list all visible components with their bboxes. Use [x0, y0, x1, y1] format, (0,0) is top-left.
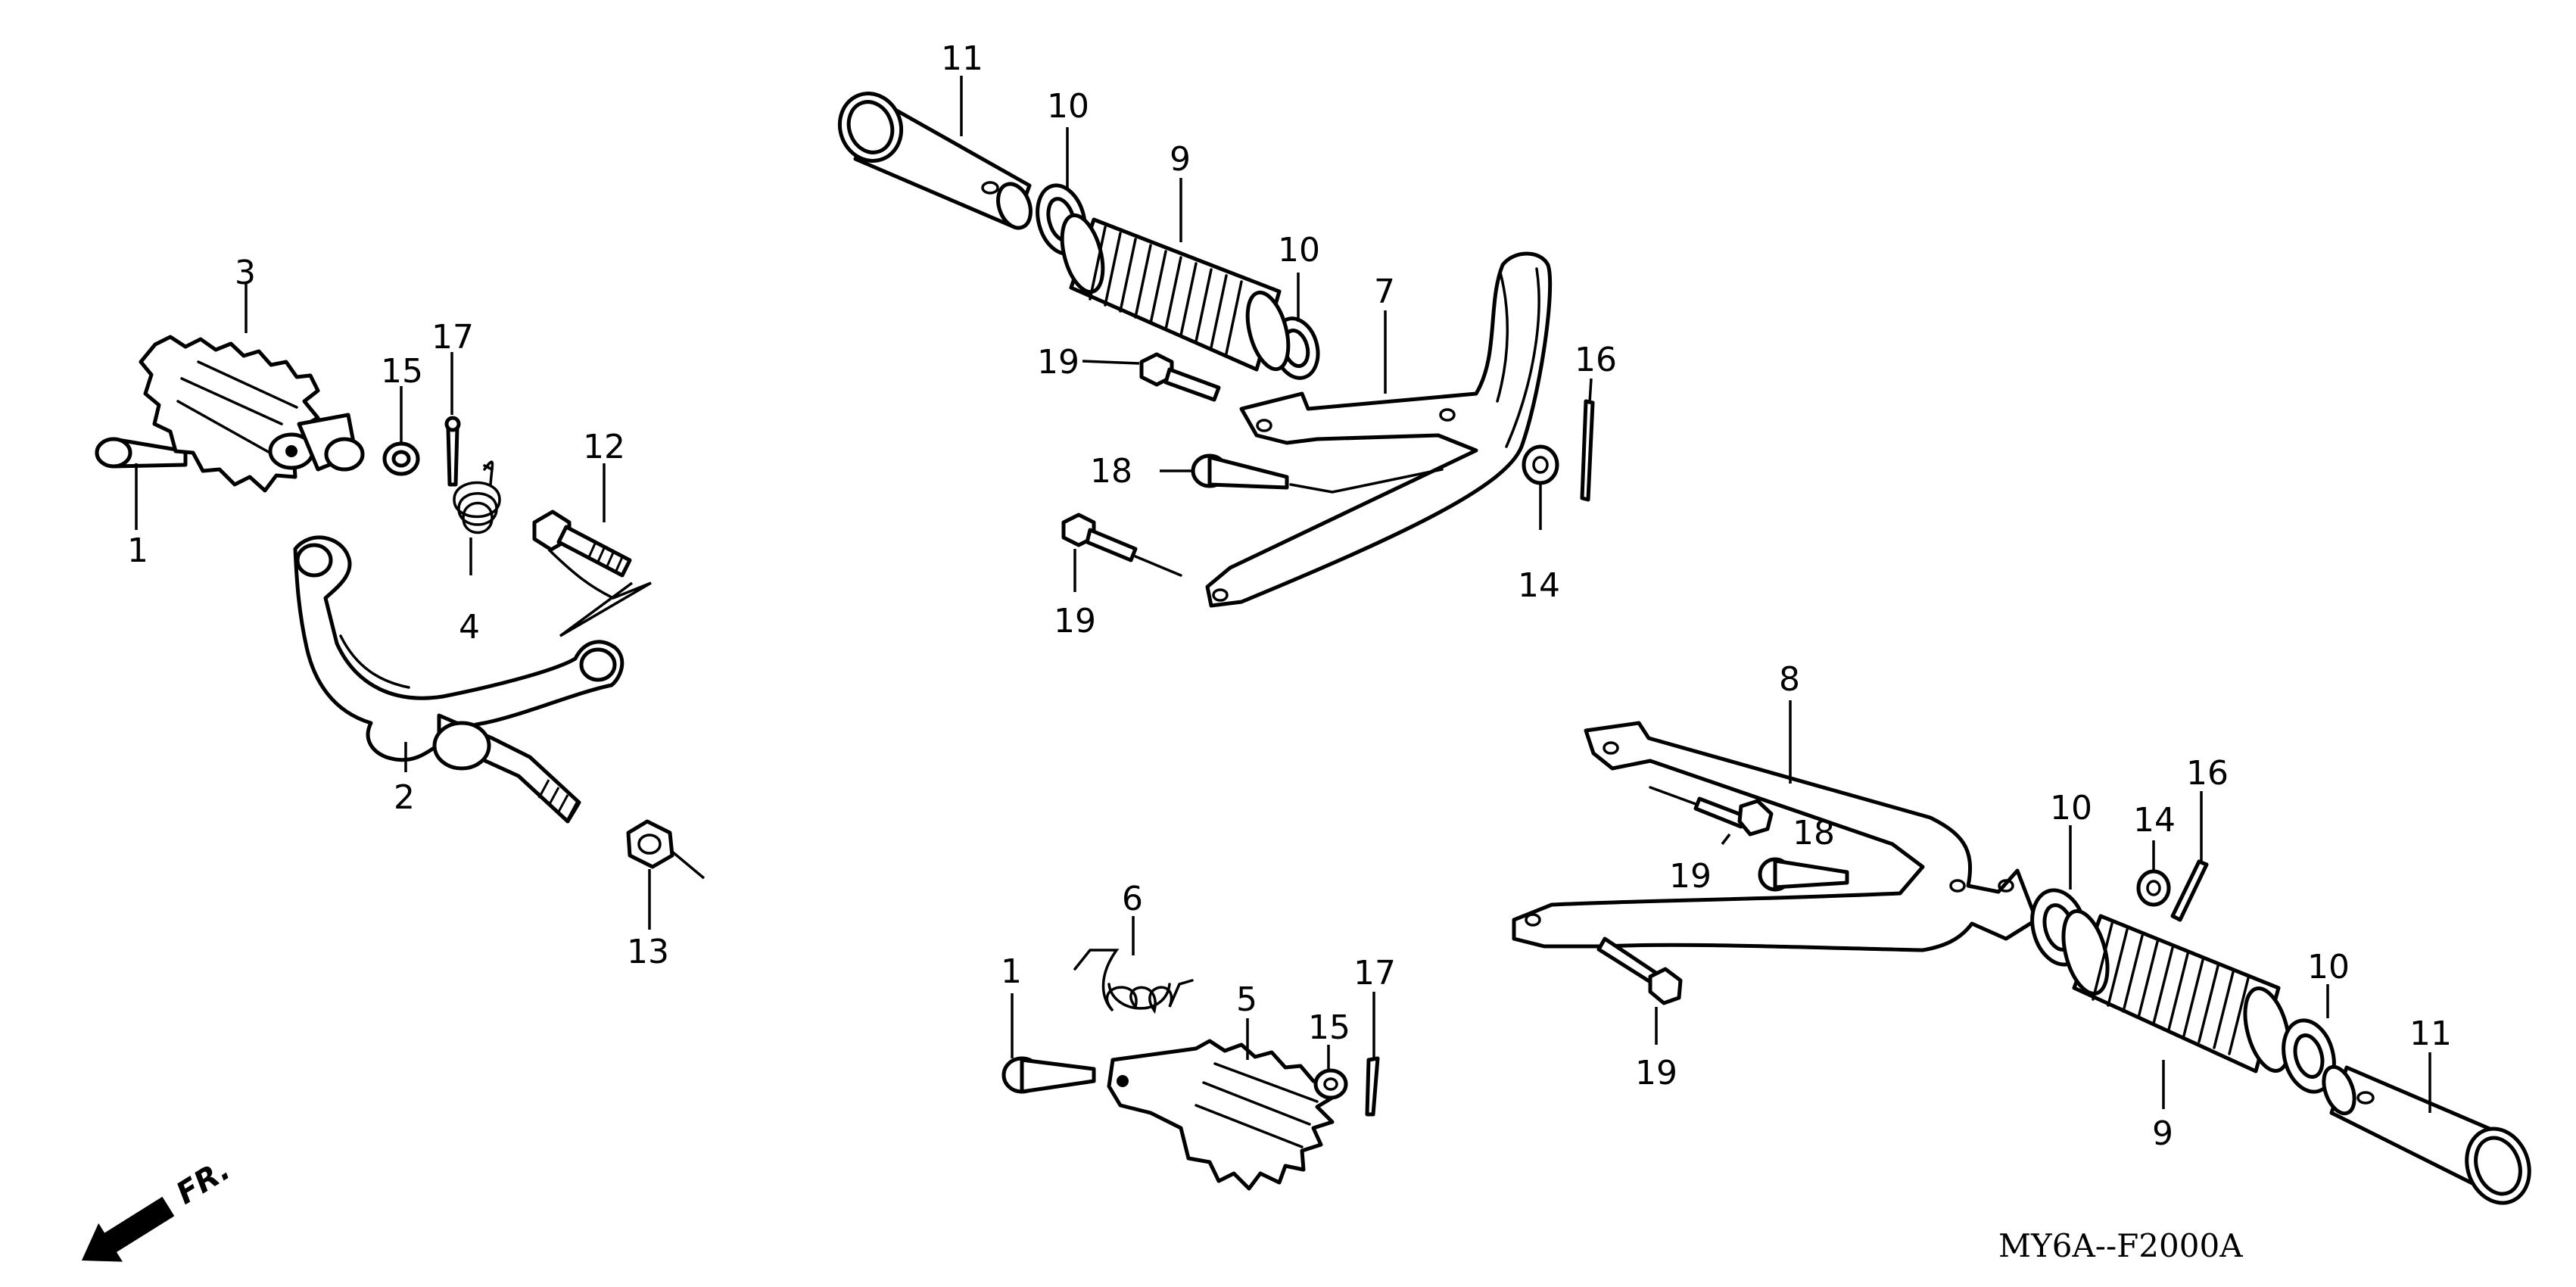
- pedal-nut: [626, 819, 674, 869]
- mounting-bolt: [1596, 936, 1683, 1005]
- cotter-pin: [1365, 1056, 1380, 1117]
- arrow-icon: [81, 1196, 175, 1262]
- cotter-pin: [2170, 859, 2209, 922]
- drawing-code: MY6A--F2000A: [1998, 1227, 2243, 1264]
- lower-pillion-bar-assembly: [1512, 700, 2531, 1205]
- callout-19: 19: [1054, 602, 1096, 640]
- mounting-bolt: [1649, 786, 1774, 837]
- cotter-pin: [446, 425, 459, 487]
- pin-washer: [1522, 444, 1559, 485]
- pillion-bar: [1512, 721, 2039, 952]
- callout-11: 11: [2409, 1014, 2452, 1053]
- callout-8: 8: [1779, 660, 1800, 699]
- brake-pedal: [293, 535, 625, 824]
- callout-19: 19: [1635, 1054, 1677, 1092]
- mounting-bolt: [1061, 513, 1182, 577]
- callout-9: 9: [2152, 1114, 2173, 1153]
- return-spring: [453, 460, 501, 534]
- callout-1: 1: [1001, 952, 1022, 991]
- pivot-pin: [95, 437, 188, 469]
- callout-9: 9: [1170, 140, 1191, 179]
- callout-18: 18: [1090, 452, 1132, 491]
- callout-19: 19: [1037, 343, 1079, 382]
- return-spring: [1073, 949, 1194, 1014]
- rubber-grip: [1060, 213, 1291, 372]
- right-footrest-assembly: [1001, 916, 1380, 1191]
- cotter-pin: [1580, 399, 1595, 502]
- callout-18: 18: [1793, 814, 1835, 852]
- rubber-grip: [2061, 908, 2291, 1074]
- callout-10: 10: [1047, 87, 1089, 126]
- left-footrest-assembly: [95, 284, 706, 930]
- pivot-pin: [1001, 1056, 1096, 1094]
- callout-7: 7: [1374, 273, 1395, 311]
- callout-6: 6: [1122, 880, 1143, 918]
- front-label: FR.: [170, 1152, 236, 1211]
- callout-13: 13: [627, 933, 669, 971]
- callout-17: 17: [431, 318, 474, 357]
- callout-1: 1: [127, 531, 148, 570]
- callout-10: 10: [2307, 948, 2350, 986]
- pillion-bar: [1205, 251, 1553, 608]
- upper-pillion-bar-assembly: [837, 76, 1595, 608]
- callout-10: 10: [2050, 789, 2092, 827]
- callout-16: 16: [1575, 341, 1617, 379]
- callout-3: 3: [235, 254, 256, 292]
- grip-holder-pipe: [2322, 1064, 2531, 1205]
- callout-16: 16: [2186, 754, 2229, 793]
- callout-4: 4: [459, 608, 480, 647]
- callout-12: 12: [583, 428, 625, 466]
- callout-17: 17: [1353, 954, 1396, 993]
- clevis-pin: [1758, 857, 1849, 892]
- callout-19: 19: [1669, 857, 1712, 896]
- callout-15: 15: [381, 352, 423, 391]
- callout-11: 11: [941, 39, 983, 78]
- callout-14: 14: [1518, 566, 1560, 605]
- front-direction-arrow: [81, 1196, 175, 1262]
- washer: [1313, 1068, 1348, 1100]
- pin-washer: [2136, 869, 2171, 907]
- callout-5: 5: [1236, 980, 1257, 1019]
- mounting-bolt: [1139, 352, 1221, 402]
- callout-15: 15: [1308, 1008, 1350, 1047]
- footpeg: [139, 335, 365, 493]
- footpeg: [1107, 1039, 1335, 1191]
- callout-14: 14: [2133, 801, 2176, 840]
- pedal-bolt: [532, 510, 632, 578]
- callout-10: 10: [1278, 231, 1320, 270]
- clevis-pin: [1191, 453, 1444, 494]
- callout-2: 2: [394, 778, 415, 817]
- callout-labels: 1 3 15 17 4 12 2 13 11 10 9 10 7 19 16 1…: [127, 39, 2452, 1153]
- grip-holder-pipe: [837, 92, 1033, 230]
